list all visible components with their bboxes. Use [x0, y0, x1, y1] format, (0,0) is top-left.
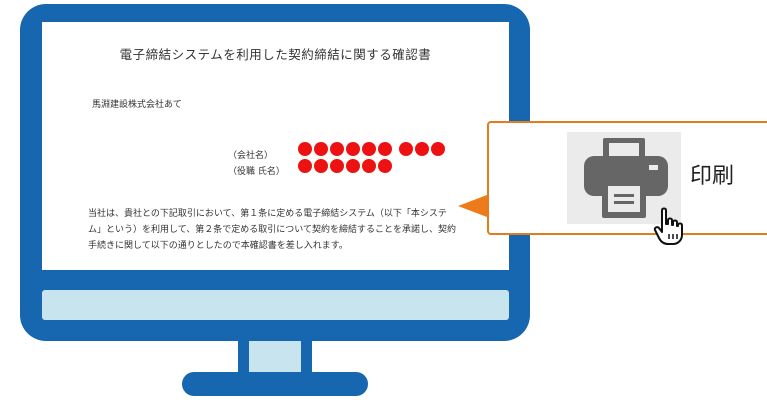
company-name-redaction [298, 142, 488, 156]
callout-pointer [458, 195, 487, 217]
redaction-dot [415, 142, 429, 156]
body-line: 当社は、貴社との下記取引において、第１条に定める電子締結システム（以下「本システ [88, 209, 447, 219]
print-label: 印刷 [690, 164, 735, 189]
document-body: 当社は、貴社との下記取引において、第１条に定める電子締結システム（以下「本システ… [88, 206, 480, 254]
body-line: ム」という）を利用して、第２条で定める取引について契約を締結することを承諾し、契… [88, 225, 457, 235]
monitor-neck [238, 341, 312, 374]
position-name-redaction [298, 159, 398, 173]
redaction-dot [346, 159, 360, 173]
redaction-dot [314, 142, 328, 156]
redaction-dot [431, 142, 445, 156]
body-line: 手続きに関して以下の通りとしたので本確認書を差し入れます。 [88, 241, 348, 251]
redaction-dot [298, 159, 312, 173]
redaction-dot [314, 159, 328, 173]
monitor-screen: 電子締結システムを利用した契約締結に関する確認書 馬淵建設株式会社あて （会社名… [42, 22, 509, 270]
position-name-label: （役職 氏名） [228, 167, 285, 177]
redaction-dot [378, 159, 392, 173]
monitor-stand-base [182, 372, 368, 396]
redaction-dot [346, 142, 360, 156]
redaction-dot [330, 159, 344, 173]
redaction-dot [362, 159, 376, 173]
redaction-dot [378, 142, 392, 156]
document-title: 電子締結システムを利用した契約締結に関する確認書 [119, 47, 432, 62]
company-name-label: （会社名） [228, 151, 274, 161]
document-addressee: 馬淵建設株式会社あて [92, 100, 182, 110]
redaction-dot [362, 142, 376, 156]
redaction-dot [399, 142, 413, 156]
monitor-chin-panel [42, 290, 509, 320]
redaction-dot [298, 142, 312, 156]
hand-cursor-icon [653, 207, 683, 245]
printer-icon [584, 138, 668, 218]
redaction-dot [330, 142, 344, 156]
